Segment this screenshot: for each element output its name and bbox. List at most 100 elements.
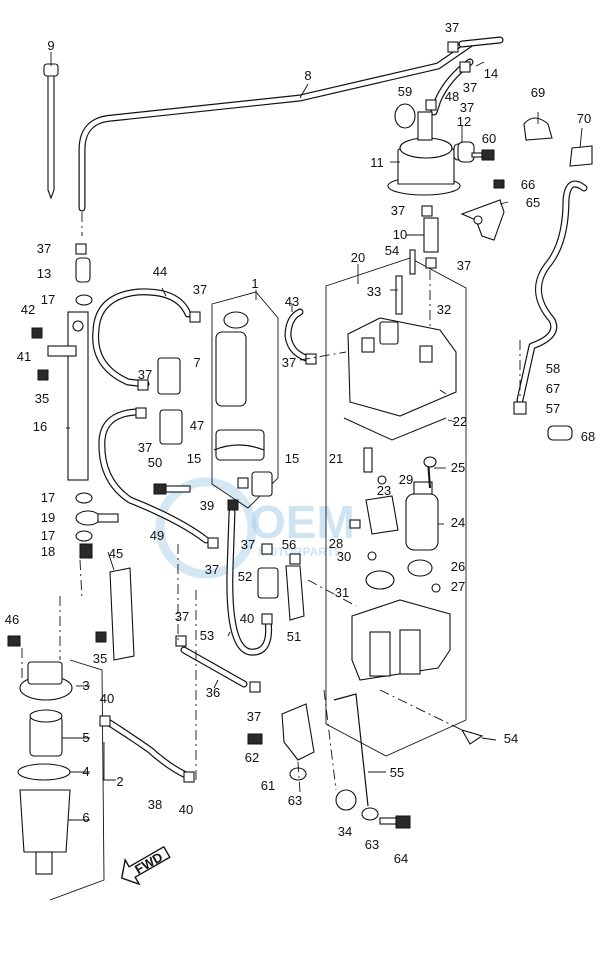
clamp-40-b [99, 715, 111, 727]
label-15a: 15 [187, 451, 201, 466]
label-28: 28 [329, 536, 343, 551]
label-17b: 17 [41, 490, 55, 505]
bolt-18 [79, 543, 93, 559]
hose-38 [104, 718, 192, 780]
label-17c: 17 [41, 528, 55, 543]
clamp-37-k [207, 537, 219, 549]
pump-24 [405, 481, 439, 551]
label-36: 36 [206, 685, 220, 700]
clamp-37-l [261, 543, 273, 555]
screw-27 [431, 583, 441, 593]
valve-52 [257, 567, 279, 599]
label-37-m: 37 [175, 609, 189, 624]
label-40-c: 40 [179, 802, 193, 817]
label-3: 3 [82, 678, 89, 693]
label-19: 19 [41, 510, 55, 525]
clamp-37-j [135, 407, 147, 419]
cap-26 [407, 559, 433, 577]
label-37-j: 37 [138, 440, 152, 455]
label-37-c: 37 [460, 100, 474, 115]
label-52: 52 [238, 569, 252, 584]
label-64: 64 [394, 851, 408, 866]
bolt-35b [95, 631, 107, 643]
label-42: 42 [21, 302, 35, 317]
label-37-a: 37 [445, 20, 459, 35]
label-56: 56 [282, 537, 296, 552]
label-54-b: 54 [504, 731, 518, 746]
label-26: 26 [451, 559, 465, 574]
washer-17c [75, 530, 93, 542]
label-2: 2 [116, 774, 123, 789]
watermark: OEM MOTORPARTS [155, 477, 355, 579]
label-54-a: 54 [385, 243, 399, 258]
label-25: 25 [451, 460, 465, 475]
gasket-22 [343, 417, 447, 441]
screw-30 [367, 551, 377, 561]
label-15b: 15 [285, 451, 299, 466]
label-40-b: 40 [100, 691, 114, 706]
screw-66 [493, 179, 505, 189]
bolt-42 [31, 327, 43, 339]
label-17a: 17 [41, 292, 55, 307]
watermark-sub: MOTORPARTS [258, 545, 342, 559]
label-10: 10 [393, 227, 407, 242]
bracket-61 [281, 703, 315, 761]
nut-39 [227, 499, 239, 511]
pipe-7 [157, 357, 181, 395]
label-48: 48 [445, 89, 459, 104]
label-21: 21 [329, 451, 343, 466]
clamp-37-f [75, 243, 87, 255]
label-49: 49 [150, 528, 164, 543]
label-40-a: 40 [240, 611, 254, 626]
label-67: 67 [546, 381, 560, 396]
fuel-pump-1 [211, 291, 279, 509]
clamp-40-c [183, 771, 195, 783]
clamp-56 [289, 553, 301, 565]
cap-68 [547, 425, 573, 441]
label-38: 38 [148, 797, 162, 812]
label-61: 61 [261, 778, 275, 793]
label-65: 65 [526, 195, 540, 210]
screw-29 [377, 475, 387, 485]
pipe-10 [423, 217, 439, 253]
cap-59 [394, 103, 416, 129]
label-62: 62 [245, 750, 259, 765]
clip-69 [523, 117, 553, 141]
label-35b: 35 [93, 651, 107, 666]
label-30: 30 [337, 549, 351, 564]
label-7: 7 [193, 355, 200, 370]
clamp-37-e [425, 257, 437, 269]
label-39: 39 [200, 498, 214, 513]
hose-8 [78, 40, 474, 212]
label-45: 45 [109, 546, 123, 561]
bolt-64 [379, 815, 411, 829]
label-50: 50 [148, 455, 162, 470]
fwd-arrow-icon: FWD [120, 845, 171, 886]
bracket-45 [109, 567, 135, 661]
screw-33 [395, 275, 403, 315]
label-69: 69 [531, 85, 545, 100]
wire-25 [423, 456, 437, 489]
part-labels: 1 2 3 4 5 6 7 8 9 10 11 12 13 14 15 15 1… [5, 20, 595, 866]
label-70: 70 [577, 111, 591, 126]
bracket-16 [47, 311, 89, 481]
label-55: 55 [390, 765, 404, 780]
float-chamber [351, 599, 451, 681]
washer-17a [75, 294, 93, 306]
bolt-60 [471, 149, 495, 161]
clamp-37-g [189, 311, 201, 323]
label-37-n: 37 [247, 709, 261, 724]
clamp-37-i [137, 379, 149, 391]
band-15 [213, 444, 265, 451]
clip-28 [349, 519, 361, 529]
hose-44 [92, 288, 192, 388]
label-18: 18 [41, 544, 55, 559]
label-24: 24 [451, 515, 465, 530]
label-23: 23 [377, 483, 391, 498]
label-37-l: 37 [241, 537, 255, 552]
label-37-f: 37 [37, 241, 51, 256]
clamp-40-a [261, 613, 273, 625]
screw-46 [7, 635, 21, 647]
label-37-e: 37 [457, 258, 471, 273]
